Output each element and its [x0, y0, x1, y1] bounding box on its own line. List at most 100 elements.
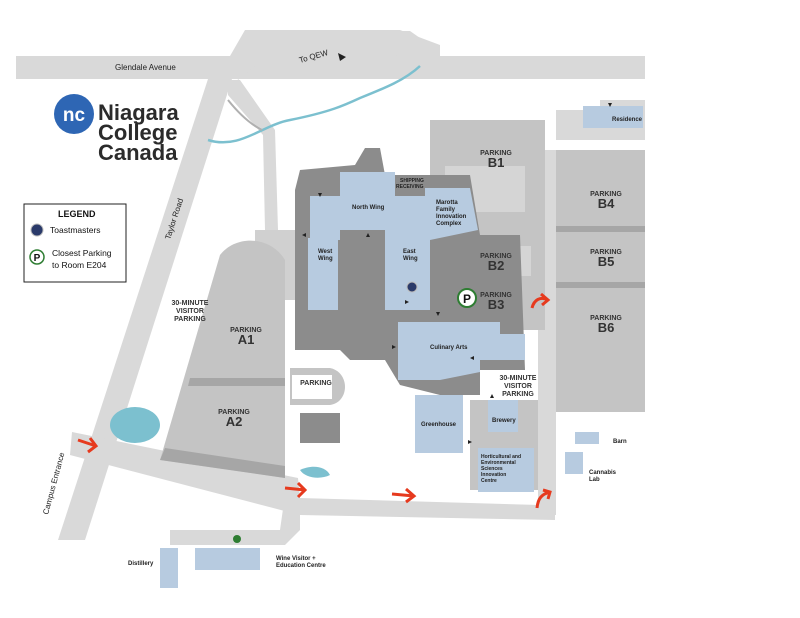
creek: [207, 65, 421, 144]
wine-centre-label-1: Wine Visitor +: [276, 556, 316, 562]
parking-b6-code: B6: [598, 320, 615, 335]
marotta-label-3: Innovation: [436, 214, 467, 220]
arrow-main-road-1: [284, 481, 308, 499]
brewery-label: Brewery: [492, 418, 516, 424]
marker-triangle: [318, 193, 322, 197]
accessible-parking-icon: [233, 535, 241, 543]
north-wing-label: North Wing: [352, 205, 385, 211]
barn-label: Barn: [613, 439, 627, 445]
visitor-parking-right-2: VISITOR: [504, 383, 532, 390]
west-wing-label-2: Wing: [318, 256, 333, 262]
wine-centre-label-2: Education Centre: [276, 563, 326, 569]
distillery-label: Distillery: [128, 561, 154, 567]
building-north-wing: [310, 172, 430, 240]
legend-title: LEGEND: [58, 209, 96, 219]
college-logo: nc Niagara College Canada: [54, 94, 179, 165]
visitor-parking-left-2: VISITOR: [176, 308, 204, 315]
arrow-east-road: [535, 488, 552, 509]
parking-b4-word: PARKING: [590, 191, 622, 198]
pond-large: [110, 407, 160, 443]
building-brewery: [488, 400, 518, 432]
map-legend: LEGEND Toastmasters P Closest Parking to…: [23, 203, 127, 283]
marotta-label-1: Marotta: [436, 200, 458, 206]
culinary-arts-label: Culinary Arts: [430, 345, 468, 351]
building-residence: [583, 106, 643, 128]
parking-a1-code: A1: [238, 332, 255, 347]
parking-b1-code: B1: [488, 155, 505, 170]
greenhouse-label: Greenhouse: [421, 422, 457, 428]
logo-badge-text: nc: [63, 105, 86, 126]
building-culinary-arts: [398, 322, 525, 380]
logo-line-1: Niagara: [98, 100, 179, 125]
marker-triangle: [302, 233, 306, 237]
residence-label: Residence: [612, 117, 643, 123]
legend-toastmasters-label: Toastmasters: [50, 225, 101, 235]
marker-triangle: [468, 440, 472, 444]
building-greenhouse: [415, 395, 463, 453]
building-gray-small: [300, 413, 340, 443]
lower-road: [170, 495, 300, 545]
arrow-b3: [530, 292, 551, 309]
building-horticulture: [478, 448, 534, 492]
logo-line-3: Canada: [98, 140, 178, 165]
building-cannabis-lab: [565, 452, 583, 474]
marotta-label-4: Complex: [436, 221, 462, 227]
entrance-arrows: [77, 292, 552, 509]
east-wing-label-2: Wing: [403, 256, 418, 262]
direction-markers: [302, 103, 612, 444]
visitor-parking-left-3: PARKING: [174, 316, 206, 323]
legend-parking-line-1: Closest Parking: [52, 248, 112, 258]
building-east-wing: [385, 238, 430, 310]
cannabis-lab-label-2: Lab: [589, 477, 600, 483]
lot-small-inner: [292, 375, 332, 399]
taylor-road: [58, 79, 232, 540]
qew-arrow-icon: [338, 53, 346, 61]
campus-entrance-label: Campus Entrance: [41, 451, 66, 516]
qew-ramp: [230, 30, 440, 80]
lot-b4-b6-divider-2: [556, 282, 645, 288]
marotta-label-2: Family: [436, 207, 456, 213]
parking-b3-code: B3: [488, 297, 505, 312]
building-marotta: [425, 188, 478, 240]
cannabis-lab-label-1: Cannabis: [589, 470, 617, 476]
parking-a2-word: PARKING: [218, 409, 250, 416]
parking-icon-letter: P: [34, 253, 41, 264]
pond-small: [300, 466, 330, 478]
marker-triangle: [366, 233, 370, 237]
horticulture-label-2: Environmental: [481, 460, 516, 466]
horticulture-label-3: Sciences: [481, 466, 503, 472]
logo-badge: [54, 94, 94, 134]
lot-a: [160, 240, 285, 478]
parking-b2-word: PARKING: [480, 253, 512, 260]
glendale-avenue-label: Glendale Avenue: [115, 63, 176, 72]
parking-a1-word: PARKING: [230, 327, 262, 334]
legend-box: [23, 203, 127, 283]
legend-parking-line-2: to Room E204: [52, 260, 107, 270]
lot-b4-b6: [556, 150, 645, 412]
parking-labels: PARKING A1 PARKING A2 PARKING PARKING B1…: [172, 150, 623, 429]
logo-line-2: College: [98, 120, 177, 145]
inner-road: [228, 80, 278, 230]
parking-small-word: PARKING: [300, 380, 332, 387]
parking-b1-word: PARKING: [480, 150, 512, 157]
building-west-wing: [308, 238, 338, 310]
horticulture-label-5: Centre: [481, 478, 497, 484]
parking-icon: [29, 249, 45, 265]
shipping-label-2: RECEIVING: [396, 184, 424, 190]
parking-b6-word: PARKING: [590, 315, 622, 322]
entrance-road: [70, 432, 555, 520]
building-wine-centre: [195, 548, 260, 570]
closest-parking-map-letter: P: [463, 292, 471, 306]
marker-triangle: [470, 356, 474, 360]
lot-b4-b6-divider-1: [556, 226, 645, 232]
parking-b4-code: B4: [598, 196, 615, 211]
creek-lower: [227, 99, 263, 131]
glendale-avenue-road: [16, 56, 645, 79]
building-distillery: [160, 548, 178, 588]
qew-ramp-right: [380, 31, 440, 60]
building-barn: [575, 432, 599, 444]
marker-triangle: [608, 103, 612, 107]
toastmasters-map-marker: [406, 281, 418, 293]
closest-parking-map-marker: [457, 288, 477, 308]
